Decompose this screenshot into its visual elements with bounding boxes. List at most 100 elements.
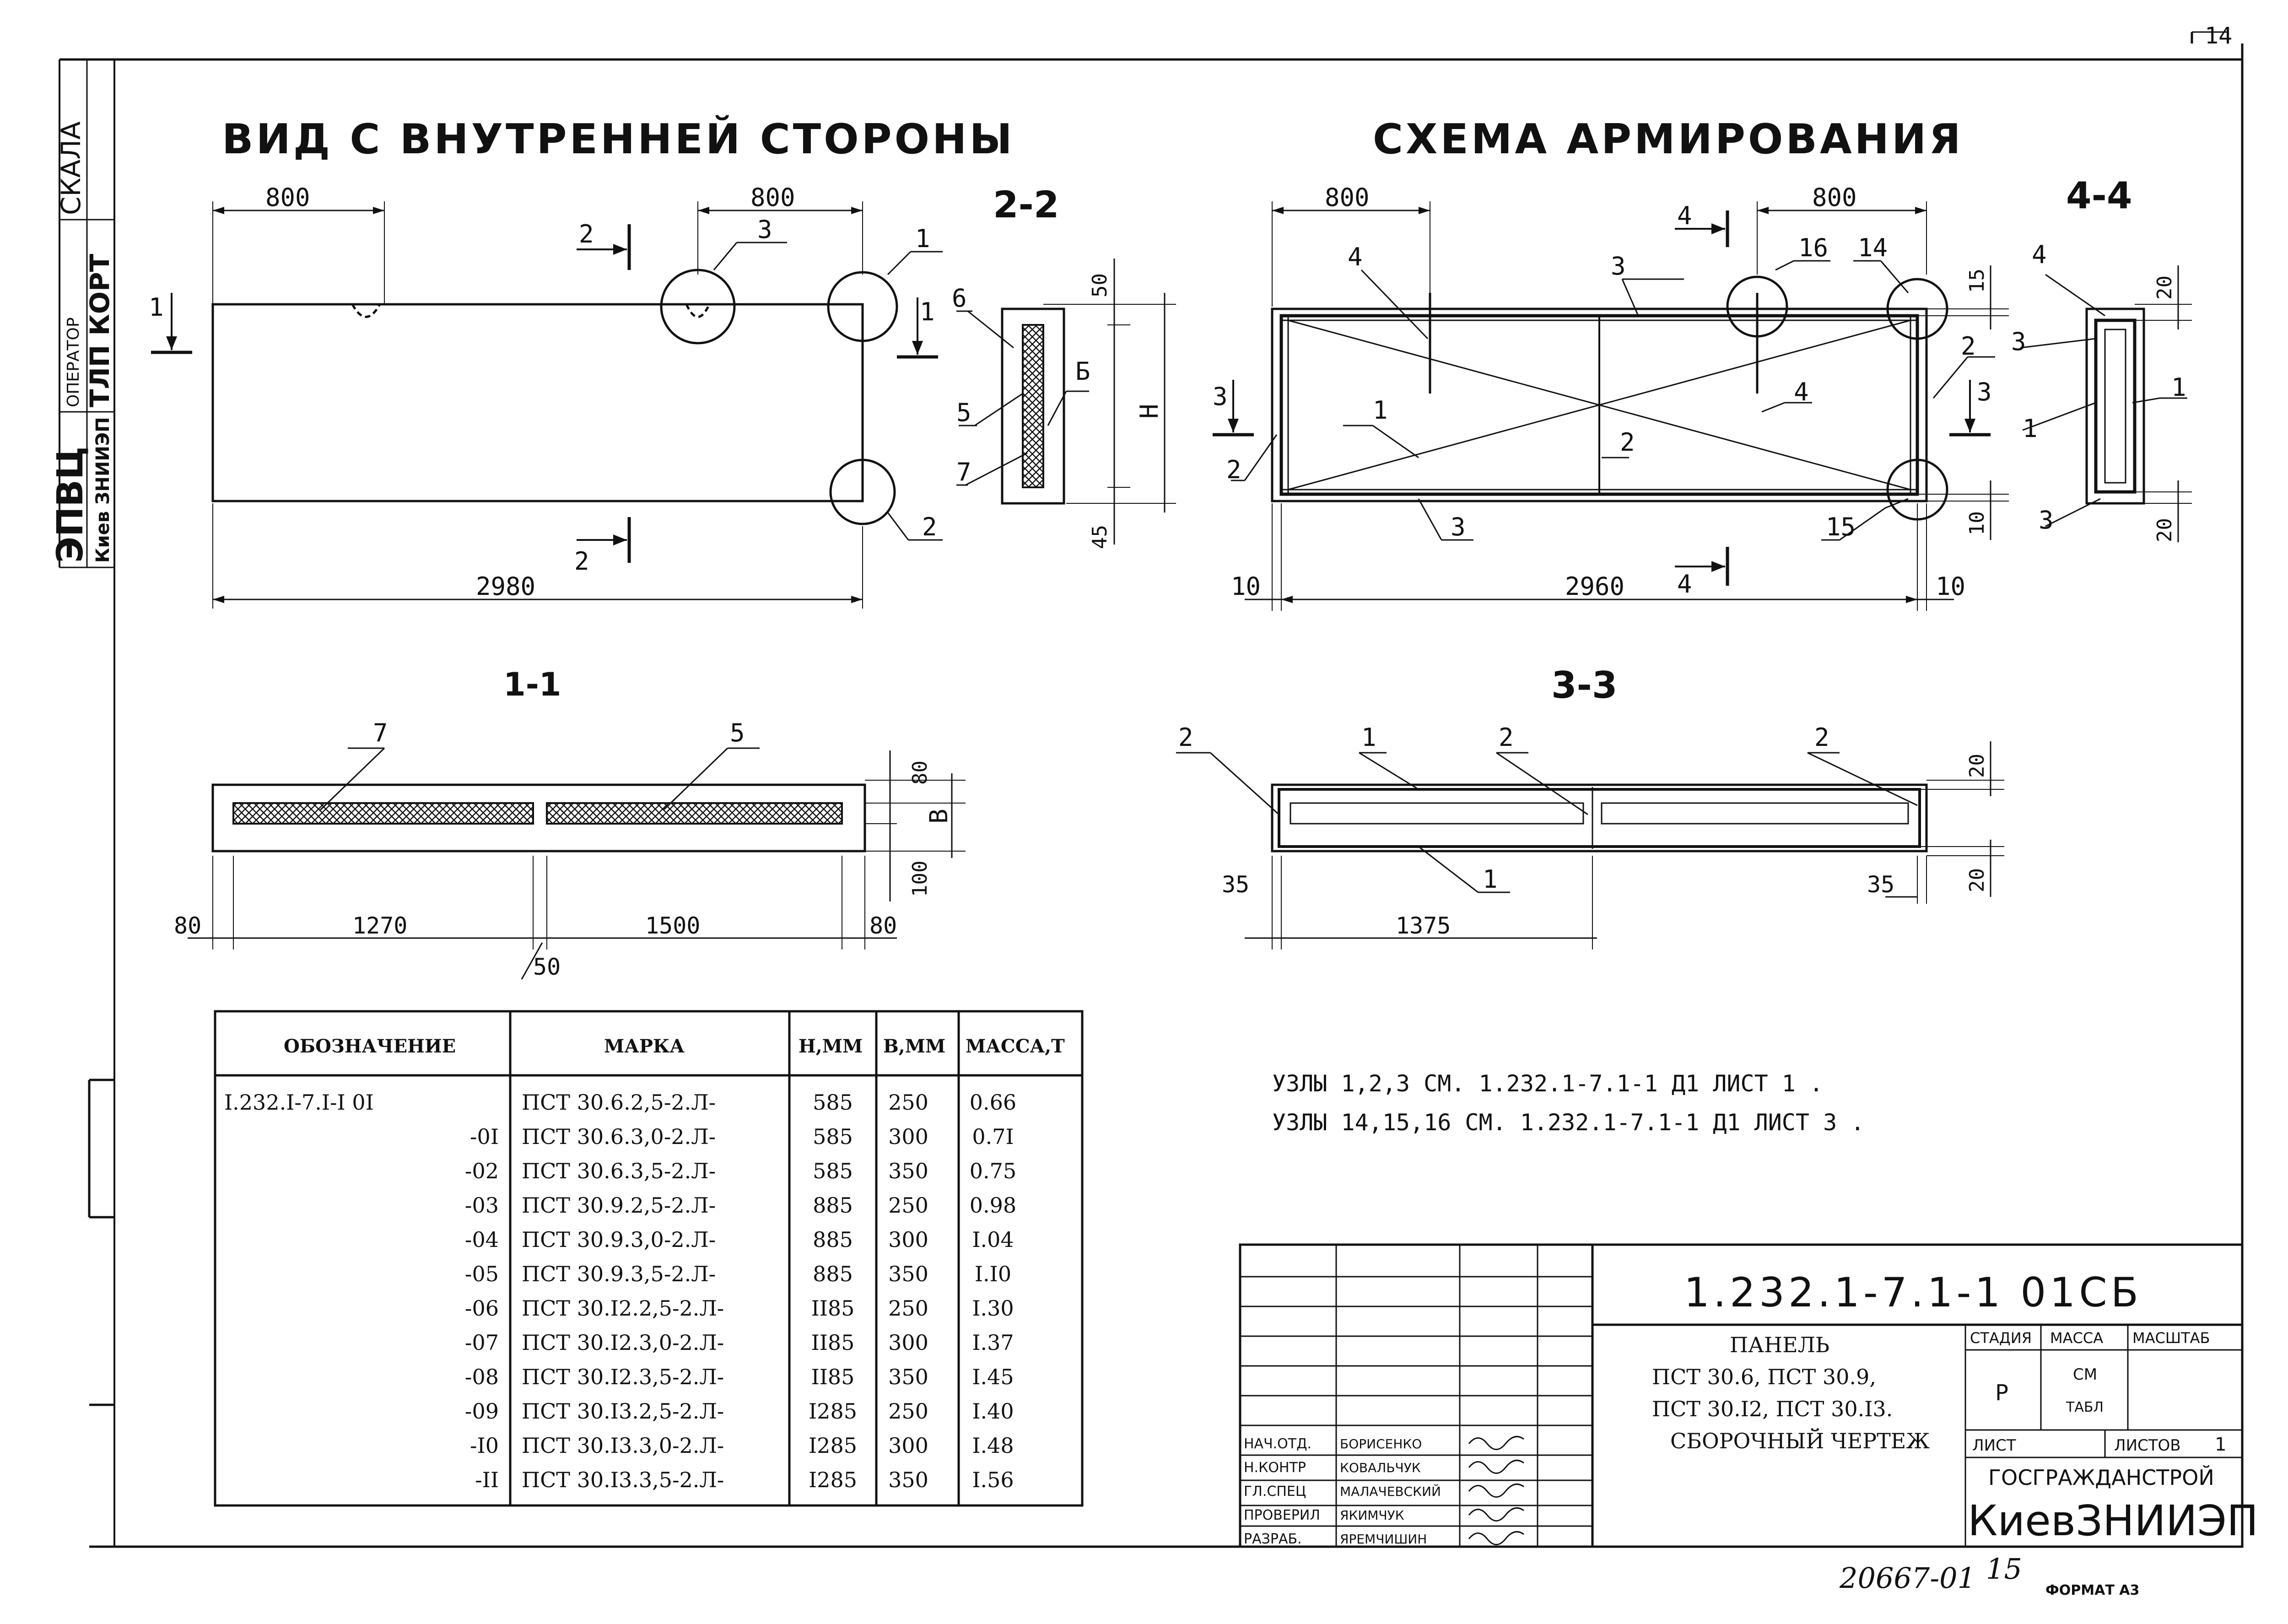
cell-mass: 0.7I (972, 1124, 1014, 1149)
arm-callout-2-mid: 2 (1620, 428, 1635, 457)
stage-label: СТАДИЯ (1970, 1329, 2032, 1347)
arm-dim-2960: 2960 (1565, 572, 1624, 601)
section-2-2 (956, 259, 1176, 545)
cell-b: 250 (888, 1296, 928, 1321)
desc-line-2: ПСТ 30.6, ПСТ 30.9, (1652, 1365, 1876, 1389)
cell-mass: I.45 (972, 1365, 1014, 1389)
header-h: Н,ММ (799, 1036, 863, 1057)
s44-dim-20-top: 20 (2153, 275, 2176, 300)
cell-h: II85 (811, 1296, 855, 1321)
section-1-1-title: 1-1 (503, 666, 561, 703)
cell-b: 300 (888, 1433, 928, 1458)
sheets-label: ЛИСТОВ (2114, 1436, 2181, 1455)
s33-dim-20-top: 20 (1965, 754, 1989, 778)
section-3-3-title: 3-3 (1551, 664, 1618, 707)
cell-mark: ПСТ 30.9.3,0-2.Л- (522, 1227, 716, 1252)
s33-callout-2-left: 2 (1178, 723, 1193, 752)
cell-b: 250 (888, 1090, 928, 1115)
desc-line-4: СБОРОЧНЫЙ ЧЕРТЕЖ (1670, 1428, 1930, 1453)
callout-B: Б (1075, 357, 1090, 386)
section-mark-2-bottom: 2 (574, 547, 589, 576)
arm-callout-1: 1 (1373, 396, 1388, 425)
spec-table-headers: ОБОЗНАЧЕНИЕ МАРКА Н,ММ В,ММ МАССА,Т (284, 1036, 1065, 1057)
side-org-full: Киев ЗНИИЭП (92, 417, 113, 563)
cell-b: 300 (888, 1227, 928, 1252)
s11-dim-50: 50 (533, 954, 561, 980)
s44-callout-3-bottom: 3 (2039, 506, 2054, 534)
cell-mark: ПСТ 30.I3.3,5-2.Л- (522, 1468, 724, 1492)
s33-dim-20-bottom: 20 (1965, 868, 1989, 892)
cell-h: 885 (813, 1262, 853, 1286)
section-mark-2-top: 2 (579, 220, 594, 248)
arm-dim-800-left: 800 (1325, 183, 1370, 212)
cell-designation: -03 (465, 1193, 499, 1218)
desc-line-3: ПСТ 30.I2, ПСТ 30.I3. (1652, 1397, 1893, 1421)
arm-section-4-top: 4 (1677, 201, 1692, 230)
arm-dim-10-side: 10 (1965, 511, 1989, 535)
cell-mass: I.I0 (975, 1262, 1011, 1286)
callout-3: 3 (757, 215, 772, 244)
cell-b: 300 (888, 1330, 928, 1355)
section-mark-1-right: 1 (920, 297, 935, 326)
s44-callout-3: 3 (2011, 327, 2026, 356)
note-line-1: УЗЛЫ 1,2,3 СМ. 1.232.1-7.1-1 Д1 ЛИСТ 1 . (1272, 1070, 1823, 1097)
signature-mark (1468, 1531, 1524, 1545)
sheet-label: ЛИСТ (1972, 1436, 2016, 1455)
cell-designation: -06 (465, 1296, 499, 1321)
title-block (1239, 1243, 2244, 1548)
cell-mass: I.48 (972, 1433, 1014, 1458)
cell-mark: ПСТ 30.I3.3,0-2.Л- (522, 1433, 724, 1458)
callout-5: 5 (956, 398, 971, 427)
cell-b: 350 (888, 1159, 928, 1183)
s33-callout-2-mid: 2 (1499, 723, 1514, 752)
stamp-role: НАЧ.ОТД. (1244, 1436, 1311, 1452)
arm-callout-2-right: 2 (1961, 332, 1976, 361)
arm-callout-4: 4 (1348, 243, 1363, 271)
cell-designation: -04 (465, 1227, 499, 1252)
cell-designation: -II (475, 1468, 499, 1492)
header-mass: МАССА,Т (966, 1036, 1065, 1057)
signature-mark (1468, 1507, 1524, 1521)
section-mark-1-left: 1 (149, 293, 164, 322)
stamp-name: КОВАЛЬЧУК (1340, 1460, 1421, 1475)
cell-designation: -05 (465, 1262, 499, 1286)
cell-mark: ПСТ 30.I2.2,5-2.Л- (522, 1296, 724, 1321)
cell-b: 350 (888, 1365, 928, 1389)
s33-dim-1375: 1375 (1396, 912, 1451, 939)
s33-dim-35-right: 35 (1867, 871, 1894, 898)
arm-section-4-bottom: 4 (1677, 570, 1692, 599)
cell-h: 585 (813, 1090, 853, 1115)
signature-mark (1468, 1459, 1524, 1474)
section-4-4 (2020, 265, 2192, 542)
doc-code: 1.232.1-7.1-1 01СБ (1684, 1269, 2142, 1316)
cell-designation: -0I (470, 1124, 499, 1149)
cell-h: 885 (813, 1193, 853, 1218)
cell-designation: -07 (465, 1330, 499, 1355)
s33-callout-1-bottom: 1 (1483, 865, 1498, 894)
dim-50: 50 (1088, 273, 1112, 297)
org-line-1: ГОСГРАЖДАНСТРОЙ (1988, 1465, 2214, 1490)
s11-dim-1500: 1500 (645, 912, 700, 939)
callout-1: 1 (915, 224, 930, 253)
s11-callout-7: 7 (373, 718, 388, 747)
cell-mark: ПСТ 30.I2.3,0-2.Л- (522, 1330, 724, 1355)
s33-callout-1: 1 (1361, 723, 1376, 752)
cell-designation: -08 (465, 1365, 499, 1389)
arm-callout-2-left: 2 (1226, 455, 1241, 484)
cell-b: 350 (888, 1262, 928, 1286)
cell-b: 350 (888, 1468, 928, 1492)
arm-section-3-right: 3 (1977, 378, 1992, 406)
section-1-1 (188, 747, 966, 980)
arm-callout-3: 3 (1611, 252, 1626, 281)
stamp-role: РАЗРАБ. (1244, 1531, 1302, 1547)
cell-mark: ПСТ 30.I2.3,5-2.Л- (522, 1365, 724, 1389)
